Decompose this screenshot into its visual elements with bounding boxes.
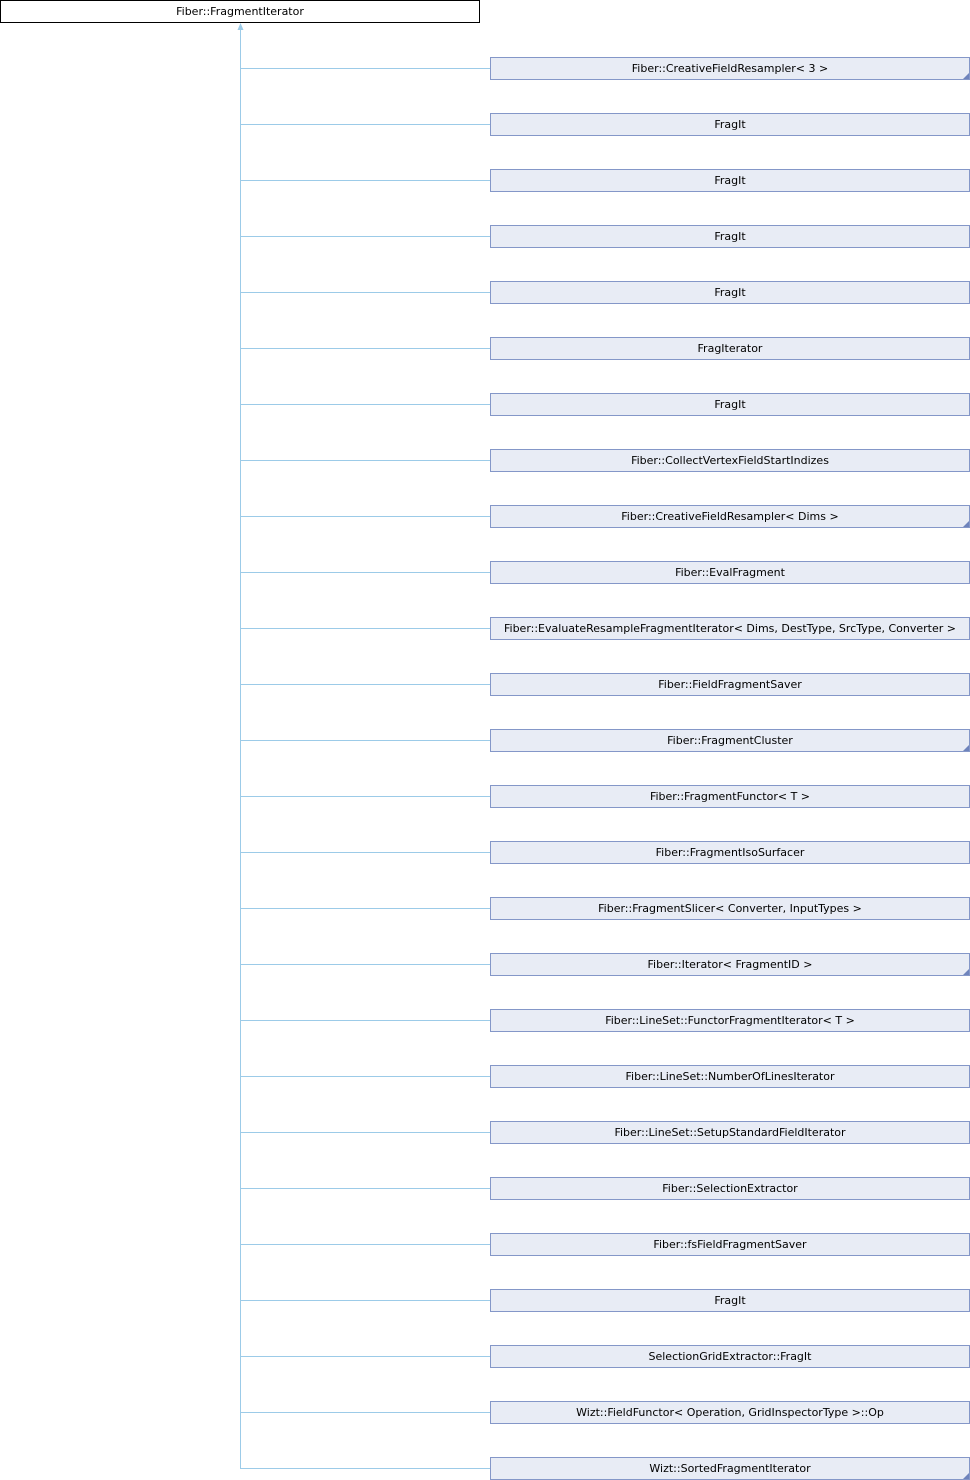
- derived-class-label: Fiber::FragmentCluster: [667, 734, 793, 747]
- derived-class-node[interactable]: FragIt: [490, 281, 970, 304]
- more-derived-indicator-icon: [963, 1473, 969, 1479]
- derived-class-label: Fiber::FragmentFunctor< T >: [649, 790, 811, 803]
- derived-class-label: SelectionGridExtractor::FragIt: [648, 1350, 812, 1363]
- derived-class-label: Fiber::FieldFragmentSaver: [658, 678, 802, 691]
- derived-class-node[interactable]: Fiber::FragmentSlicer< Converter, InputT…: [490, 897, 970, 920]
- derived-class-label: Fiber::EvaluateResampleFragmentIterator<…: [503, 622, 956, 635]
- derived-class-node[interactable]: Fiber::EvaluateResampleFragmentIterator<…: [490, 617, 970, 640]
- derived-class-label: Wizt::FieldFunctor< Operation, GridInspe…: [576, 1406, 884, 1419]
- derived-class-node[interactable]: FragIt: [490, 113, 970, 136]
- derived-class-node[interactable]: SelectionGridExtractor::FragIt: [490, 1345, 970, 1368]
- derived-class-node[interactable]: Fiber::FragmentCluster: [490, 729, 970, 752]
- derived-class-node[interactable]: Fiber::fsFieldFragmentSaver: [490, 1233, 970, 1256]
- derived-class-node[interactable]: Fiber::LineSet::SetupStandardFieldIterat…: [490, 1121, 970, 1144]
- derived-class-label: FragIterator: [697, 342, 763, 355]
- derived-class-label: Wizt::SortedFragmentIterator: [649, 1462, 811, 1475]
- derived-class-label: Fiber::LineSet::FunctorFragmentIterator<…: [605, 1014, 855, 1027]
- derived-class-node[interactable]: Fiber::FragmentIsoSurfacer: [490, 841, 970, 864]
- derived-class-label: Fiber::EvalFragment: [675, 566, 785, 579]
- more-derived-indicator-icon: [963, 969, 969, 975]
- derived-class-node[interactable]: Fiber::LineSet::NumberOfLinesIterator: [490, 1065, 970, 1088]
- derived-class-label: Fiber::LineSet::SetupStandardFieldIterat…: [614, 1126, 846, 1139]
- derived-class-node[interactable]: Fiber::LineSet::FunctorFragmentIterator<…: [490, 1009, 970, 1032]
- derived-class-node[interactable]: Fiber::EvalFragment: [490, 561, 970, 584]
- derived-class-label: Fiber::Iterator< FragmentID >: [647, 958, 813, 971]
- derived-class-label: Fiber::SelectionExtractor: [662, 1182, 798, 1195]
- derived-class-node[interactable]: Wizt::FieldFunctor< Operation, GridInspe…: [490, 1401, 970, 1424]
- derived-class-label: Fiber::LineSet::NumberOfLinesIterator: [625, 1070, 835, 1083]
- derived-class-label: FragIt: [714, 174, 746, 187]
- more-derived-indicator-icon: [963, 521, 969, 527]
- root-class-label: Fiber::FragmentIterator: [176, 5, 304, 18]
- derived-class-node[interactable]: FragIt: [490, 1289, 970, 1312]
- derived-class-node[interactable]: FragIt: [490, 225, 970, 248]
- derived-class-label: Fiber::fsFieldFragmentSaver: [653, 1238, 807, 1251]
- derived-class-node[interactable]: FragIt: [490, 169, 970, 192]
- derived-class-label: FragIt: [714, 286, 746, 299]
- derived-class-node[interactable]: Fiber::CollectVertexFieldStartIndizes: [490, 449, 970, 472]
- derived-class-node[interactable]: Fiber::Iterator< FragmentID >: [490, 953, 970, 976]
- derived-class-node[interactable]: Fiber::FieldFragmentSaver: [490, 673, 970, 696]
- derived-class-label: Fiber::CollectVertexFieldStartIndizes: [631, 454, 829, 467]
- derived-class-label: Fiber::FragmentSlicer< Converter, InputT…: [598, 902, 862, 915]
- derived-class-node[interactable]: Fiber::CreativeFieldResampler< 3 >: [490, 57, 970, 80]
- derived-class-label: Fiber::CreativeFieldResampler< 3 >: [631, 62, 829, 75]
- derived-class-node[interactable]: Wizt::SortedFragmentIterator: [490, 1457, 970, 1480]
- derived-class-node[interactable]: Fiber::FragmentFunctor< T >: [490, 785, 970, 808]
- more-derived-indicator-icon: [963, 73, 969, 79]
- derived-class-node[interactable]: Fiber::SelectionExtractor: [490, 1177, 970, 1200]
- derived-class-label: FragIt: [714, 118, 746, 131]
- more-derived-indicator-icon: [963, 745, 969, 751]
- derived-class-label: FragIt: [714, 398, 746, 411]
- derived-class-node[interactable]: FragIterator: [490, 337, 970, 360]
- derived-class-label: FragIt: [714, 1294, 746, 1307]
- derived-class-node[interactable]: Fiber::CreativeFieldResampler< Dims >: [490, 505, 970, 528]
- derived-class-label: Fiber::FragmentIsoSurfacer: [655, 846, 805, 859]
- derived-class-node[interactable]: FragIt: [490, 393, 970, 416]
- arrowhead-icon: [237, 23, 244, 30]
- root-class-node[interactable]: Fiber::FragmentIterator: [0, 0, 480, 23]
- derived-class-label: Fiber::CreativeFieldResampler< Dims >: [621, 510, 839, 523]
- derived-class-label: FragIt: [714, 230, 746, 243]
